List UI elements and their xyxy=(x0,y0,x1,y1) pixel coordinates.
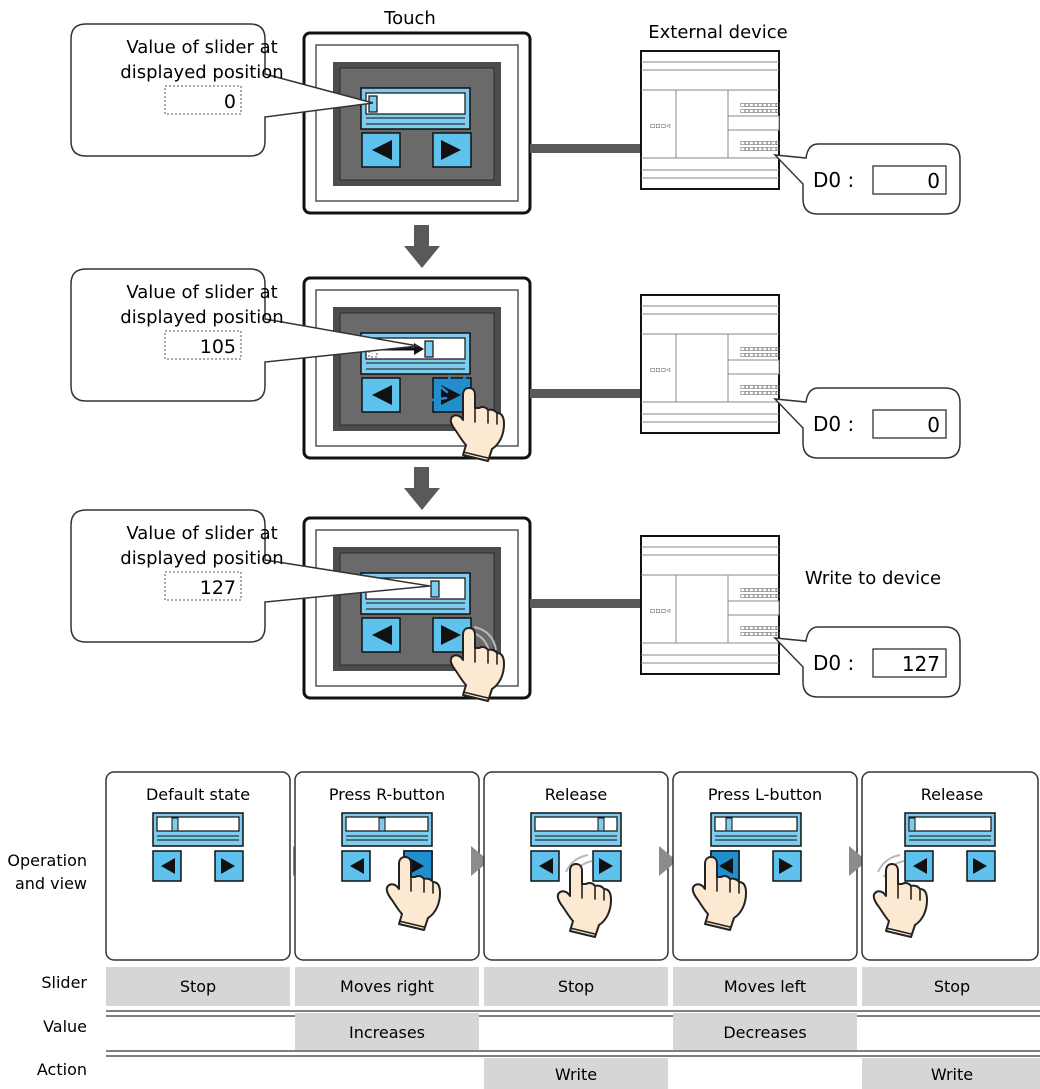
press-burst-icon xyxy=(431,374,467,402)
slider-cell-text: Moves right xyxy=(340,977,434,996)
device-value: 127 xyxy=(902,652,940,676)
device-value-box xyxy=(872,409,947,439)
connection-cable xyxy=(530,389,642,398)
slider-value-callout xyxy=(70,268,419,402)
value-cell xyxy=(673,1013,857,1050)
slider-cell-text: Moves left xyxy=(724,977,806,996)
plc-device-icon xyxy=(640,535,782,675)
row-headers: Operation and view Slider Value Action xyxy=(7,851,87,1079)
step-1: Value of slider at displayed position 0 … xyxy=(70,23,961,215)
step-3: Value of slider at displayed position 12… xyxy=(70,509,961,702)
slider-knob xyxy=(597,817,605,832)
slider-value-callout xyxy=(70,509,431,643)
row-header-operation-2: and view xyxy=(15,874,87,893)
table-row-lines xyxy=(106,1010,1040,1057)
device-value-callout xyxy=(773,143,961,215)
column-title: Default state xyxy=(146,785,250,804)
slider-value: 105 xyxy=(200,336,236,358)
flow-arrow-icon xyxy=(849,846,867,876)
callout-line-1: Value of slider at xyxy=(126,282,277,303)
slider-cell-text: Stop xyxy=(558,977,594,996)
callout-line-2: displayed position xyxy=(120,548,283,569)
plc-device-icon xyxy=(640,294,782,434)
slider-cell xyxy=(295,967,479,1006)
device-value-box xyxy=(872,165,947,195)
flow-arrow-icon xyxy=(471,846,489,876)
row-header-action: Action xyxy=(37,1060,87,1079)
device-value-callout xyxy=(773,387,961,459)
row-header-operation: Operation xyxy=(7,851,87,870)
device-value: 0 xyxy=(927,413,940,437)
column-release-1: Release Stop Write xyxy=(483,771,669,1089)
left-arrow-icon xyxy=(372,385,392,405)
down-arrow-icon xyxy=(404,467,440,510)
touch-label: Touch xyxy=(383,8,436,29)
callout-line-1: Value of slider at xyxy=(126,37,277,58)
device-register-label: D0 : xyxy=(813,412,854,436)
slider-knob xyxy=(378,817,386,832)
row-header-slider: Slider xyxy=(41,973,87,992)
down-arrow-icon xyxy=(404,225,440,268)
slider-cell xyxy=(484,967,668,1006)
slider-cell xyxy=(862,967,1040,1006)
slider-value: 0 xyxy=(224,91,236,113)
value-cell-text: Increases xyxy=(349,1023,425,1042)
slider-cell-text: Stop xyxy=(180,977,216,996)
column-title: Release xyxy=(921,785,984,804)
callout-line-2: displayed position xyxy=(120,307,283,328)
slider-knob[interactable] xyxy=(430,580,440,598)
slider-knob xyxy=(908,817,916,832)
device-value-callout xyxy=(773,626,961,698)
column-title: Press R-button xyxy=(329,785,445,804)
external-device-label: External device xyxy=(648,22,788,43)
column-default-state: Default state Stop xyxy=(105,771,291,1006)
slider-value-box xyxy=(164,85,242,115)
operation-card xyxy=(105,771,291,961)
value-cell xyxy=(295,1013,479,1050)
right-arrow-icon xyxy=(441,140,461,160)
device-register-label: D0 : xyxy=(813,651,854,675)
slider-cell xyxy=(106,967,290,1006)
connection-cable xyxy=(530,599,642,608)
slider-cell xyxy=(673,967,857,1006)
connection-cable xyxy=(530,144,642,153)
slider-knob xyxy=(171,817,179,832)
step-2: Value of slider at displayed position 10… xyxy=(70,268,961,462)
device-value-box xyxy=(872,648,947,678)
plc-device-icon xyxy=(640,50,782,190)
slider-value-box xyxy=(164,330,242,360)
slider-value-box xyxy=(164,571,242,601)
device-value: 0 xyxy=(927,169,940,193)
device-register-label: D0 : xyxy=(813,168,854,192)
action-cell-text: Write xyxy=(931,1065,973,1084)
right-arrow-icon xyxy=(441,625,461,645)
action-cell xyxy=(484,1058,668,1089)
flow-arrow-icon xyxy=(659,846,677,876)
column-title: Press L-button xyxy=(708,785,822,804)
callout-line-2: displayed position xyxy=(120,62,283,83)
slider-cell-text: Stop xyxy=(934,977,970,996)
slider-knob[interactable] xyxy=(424,340,434,358)
column-title: Release xyxy=(545,785,608,804)
action-cell xyxy=(862,1058,1040,1089)
left-arrow-icon xyxy=(372,140,392,160)
callout-line-1: Value of slider at xyxy=(126,523,277,544)
slider-knob xyxy=(725,817,733,832)
write-to-device-label: Write to device xyxy=(805,568,941,589)
column-release-2: Release Stop Write xyxy=(861,771,1040,1089)
row-header-value: Value xyxy=(43,1017,87,1036)
column-press-l-button: Press L-button Moves left Decreases xyxy=(672,771,858,1050)
column-press-r-button: Press R-button Moves right Increases xyxy=(294,771,480,1050)
action-cell-text: Write xyxy=(555,1065,597,1084)
value-cell-text: Decreases xyxy=(723,1023,806,1042)
left-arrow-icon xyxy=(372,625,392,645)
slider-value: 127 xyxy=(200,577,236,599)
